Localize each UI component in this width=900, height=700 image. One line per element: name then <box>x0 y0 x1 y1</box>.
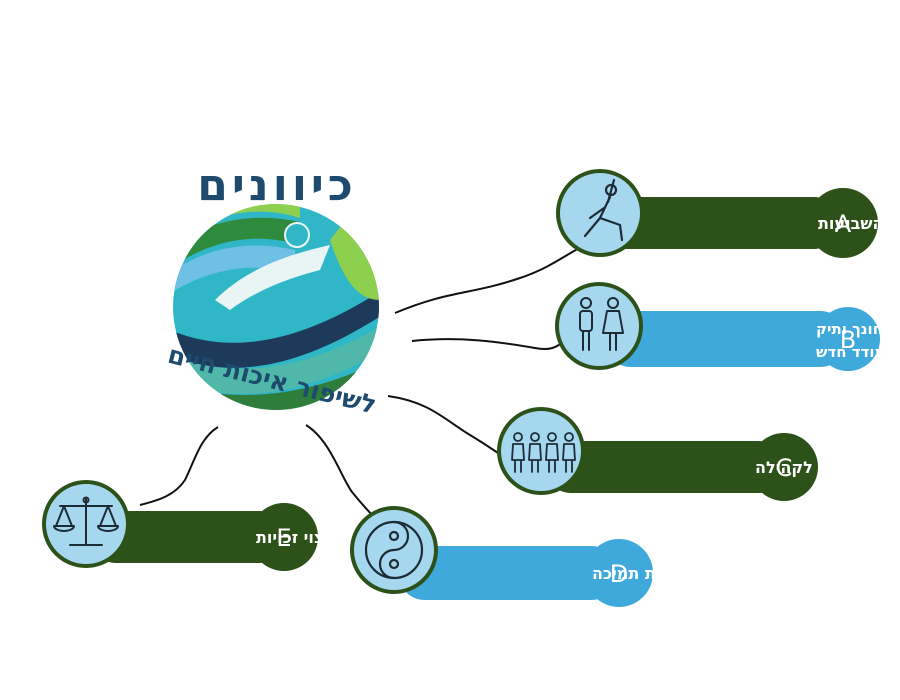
item-c-letter-circle <box>750 433 818 501</box>
item-d[interactable]: D סדנאות תמיכה <box>350 506 700 607</box>
item-b-bar <box>603 311 848 367</box>
item-a-letter: A <box>835 210 852 238</box>
connector-c <box>387 395 506 458</box>
item-d-bar <box>398 546 618 600</box>
item-e-letter: E <box>276 524 291 552</box>
item-e-label: מיצוי זכויות <box>256 528 341 547</box>
item-e-bar <box>90 511 285 563</box>
connector-d <box>305 424 378 521</box>
item-d-letter-circle <box>585 539 653 607</box>
logo: כיוונים לשיפור איכות חיים <box>165 160 379 420</box>
item-b-letter: B <box>840 326 856 354</box>
item-c[interactable]: C הצטרפות לקהילה <box>497 407 887 501</box>
item-a-label: אתגר 12 השבועות <box>818 214 900 233</box>
item-d-label: סדנאות תמיכה <box>592 564 700 583</box>
item-a-bar <box>600 197 840 249</box>
item-a-icon-circle <box>556 169 644 257</box>
item-b-label-line2: למתמודד חדש <box>816 343 900 361</box>
connector-a <box>394 244 586 314</box>
item-b-icon-circle <box>555 282 643 370</box>
item-e-letter-circle <box>250 503 318 571</box>
item-a[interactable]: A אתגר 12 השבועות <box>556 169 900 258</box>
group-people-icon <box>511 432 576 473</box>
man-woman-icon <box>579 297 624 351</box>
item-a-letter-circle <box>808 188 878 258</box>
balance-scale-icon <box>53 496 119 546</box>
yoga-pose-icon <box>583 178 624 242</box>
item-b[interactable]: B הצמדת חונך ותיק למתמודד חדש <box>555 282 900 371</box>
connector-b <box>411 338 563 351</box>
yin-yang-icon <box>364 520 424 580</box>
item-c-letter: C <box>776 454 793 482</box>
connector-e <box>139 426 219 506</box>
item-c-bar <box>545 441 785 493</box>
item-d-letter: D <box>610 560 628 588</box>
item-b-label-line1: הצמדת חונך ותיק <box>816 320 900 338</box>
item-e[interactable]: E מיצוי זכויות <box>42 480 341 571</box>
item-b-letter-circle <box>816 307 880 371</box>
item-c-label: הצטרפות לקהילה <box>755 458 887 477</box>
logo-title: כיוונים <box>197 160 357 211</box>
